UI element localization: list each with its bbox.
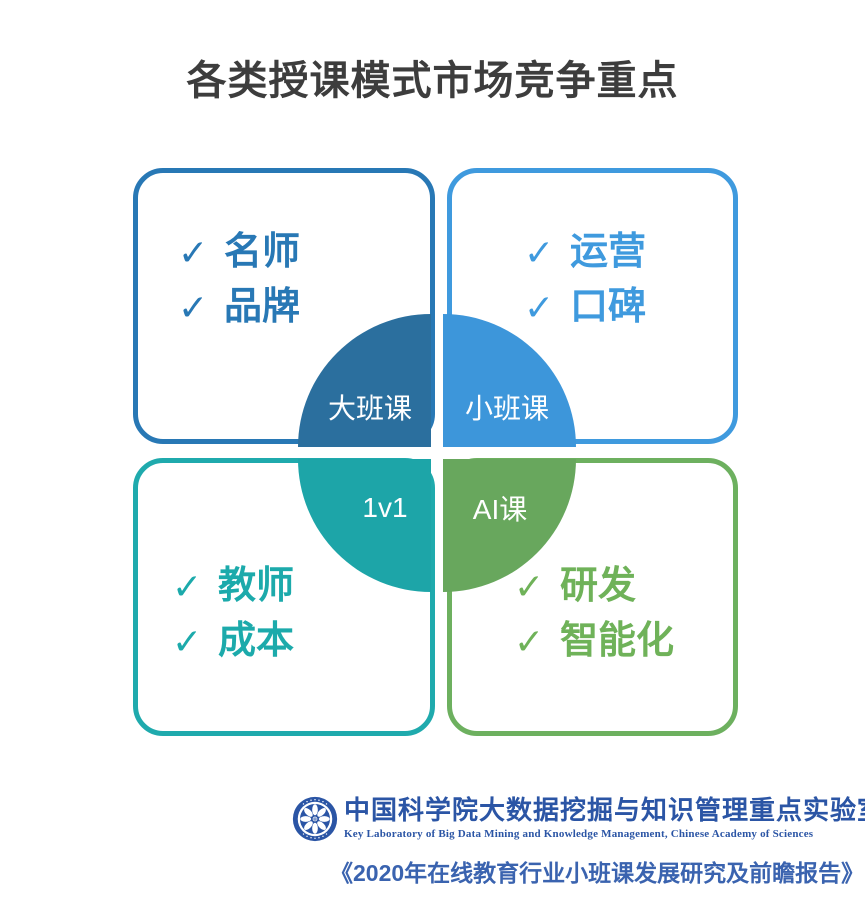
focus-label: 名师 (224, 231, 301, 273)
lab-names: 中国科学院大数据挖掘与知识管理重点实验室 Key Laboratory of B… (344, 796, 865, 840)
focus-list-one-on-one: ✓ 教师 ✓ 成本 (172, 565, 295, 663)
mode-circle-graphic (298, 314, 576, 592)
focus-list-ai-class: ✓ 研发 ✓ 智能化 (514, 565, 675, 663)
checkmark-icon: ✓ (178, 232, 209, 274)
list-item: ✓ 教师 (172, 565, 295, 608)
list-item: ✓ 研发 (514, 565, 674, 608)
lab-logo-row: 中国科学院大数据挖掘与知识管理重点实验室 Key Laboratory of B… (292, 796, 865, 842)
mode-circle: 大班课 小班课 1v1 AI课 (292, 308, 582, 598)
lab-name-cn: 中国科学院大数据挖掘与知识管理重点实验室 (344, 796, 865, 825)
circle-quadrant-small-class (443, 314, 576, 447)
mode-label-large-class: 大班课 (327, 393, 413, 424)
mode-label-ai-class: AI课 (472, 494, 528, 525)
focus-label: 教师 (218, 565, 295, 607)
list-item: ✓ 成本 (172, 619, 295, 663)
focus-label: 口碑 (570, 285, 647, 328)
checkmark-icon: ✓ (514, 620, 545, 662)
circle-quadrant-large-class (298, 314, 431, 447)
list-item: ✓ 品牌 (178, 285, 301, 329)
list-item: ✓ 名师 (178, 231, 301, 274)
focus-label: 成本 (218, 619, 295, 662)
checkmark-icon: ✓ (514, 566, 545, 608)
focus-list-small-class: ✓ 运营 ✓ 口碑 (524, 231, 647, 329)
circle-quadrant-ai-class (443, 459, 576, 592)
focus-label: 智能化 (560, 619, 675, 662)
checkmark-icon: ✓ (172, 566, 203, 608)
report-source: 《2020年在线教育行业小班课发展研究及前瞻报告》 (330, 860, 865, 886)
circle-quadrant-one-on-one (298, 459, 431, 592)
mode-label-small-class: 小班课 (464, 393, 550, 424)
list-item: ✓ 口碑 (524, 285, 647, 329)
cas-emblem-icon (292, 796, 338, 842)
focus-label: 研发 (560, 565, 637, 607)
list-item: ✓ 智能化 (514, 619, 675, 663)
lab-name-en: Key Laboratory of Big Data Mining and Kn… (344, 827, 814, 840)
mode-label-one-on-one: 1v1 (362, 492, 408, 523)
checkmark-icon: ✓ (524, 286, 555, 328)
focus-label: 运营 (570, 231, 647, 273)
checkmark-icon: ✓ (172, 620, 203, 662)
focus-list-large-class: ✓ 名师 ✓ 品牌 (178, 231, 301, 329)
checkmark-icon: ✓ (178, 286, 209, 328)
list-item: ✓ 运营 (524, 231, 647, 274)
checkmark-icon: ✓ (524, 232, 555, 274)
focus-label: 品牌 (224, 285, 301, 328)
quadrant-box-large-class (133, 168, 435, 444)
page-title: 各类授课模式市场竞争重点 (186, 59, 679, 103)
